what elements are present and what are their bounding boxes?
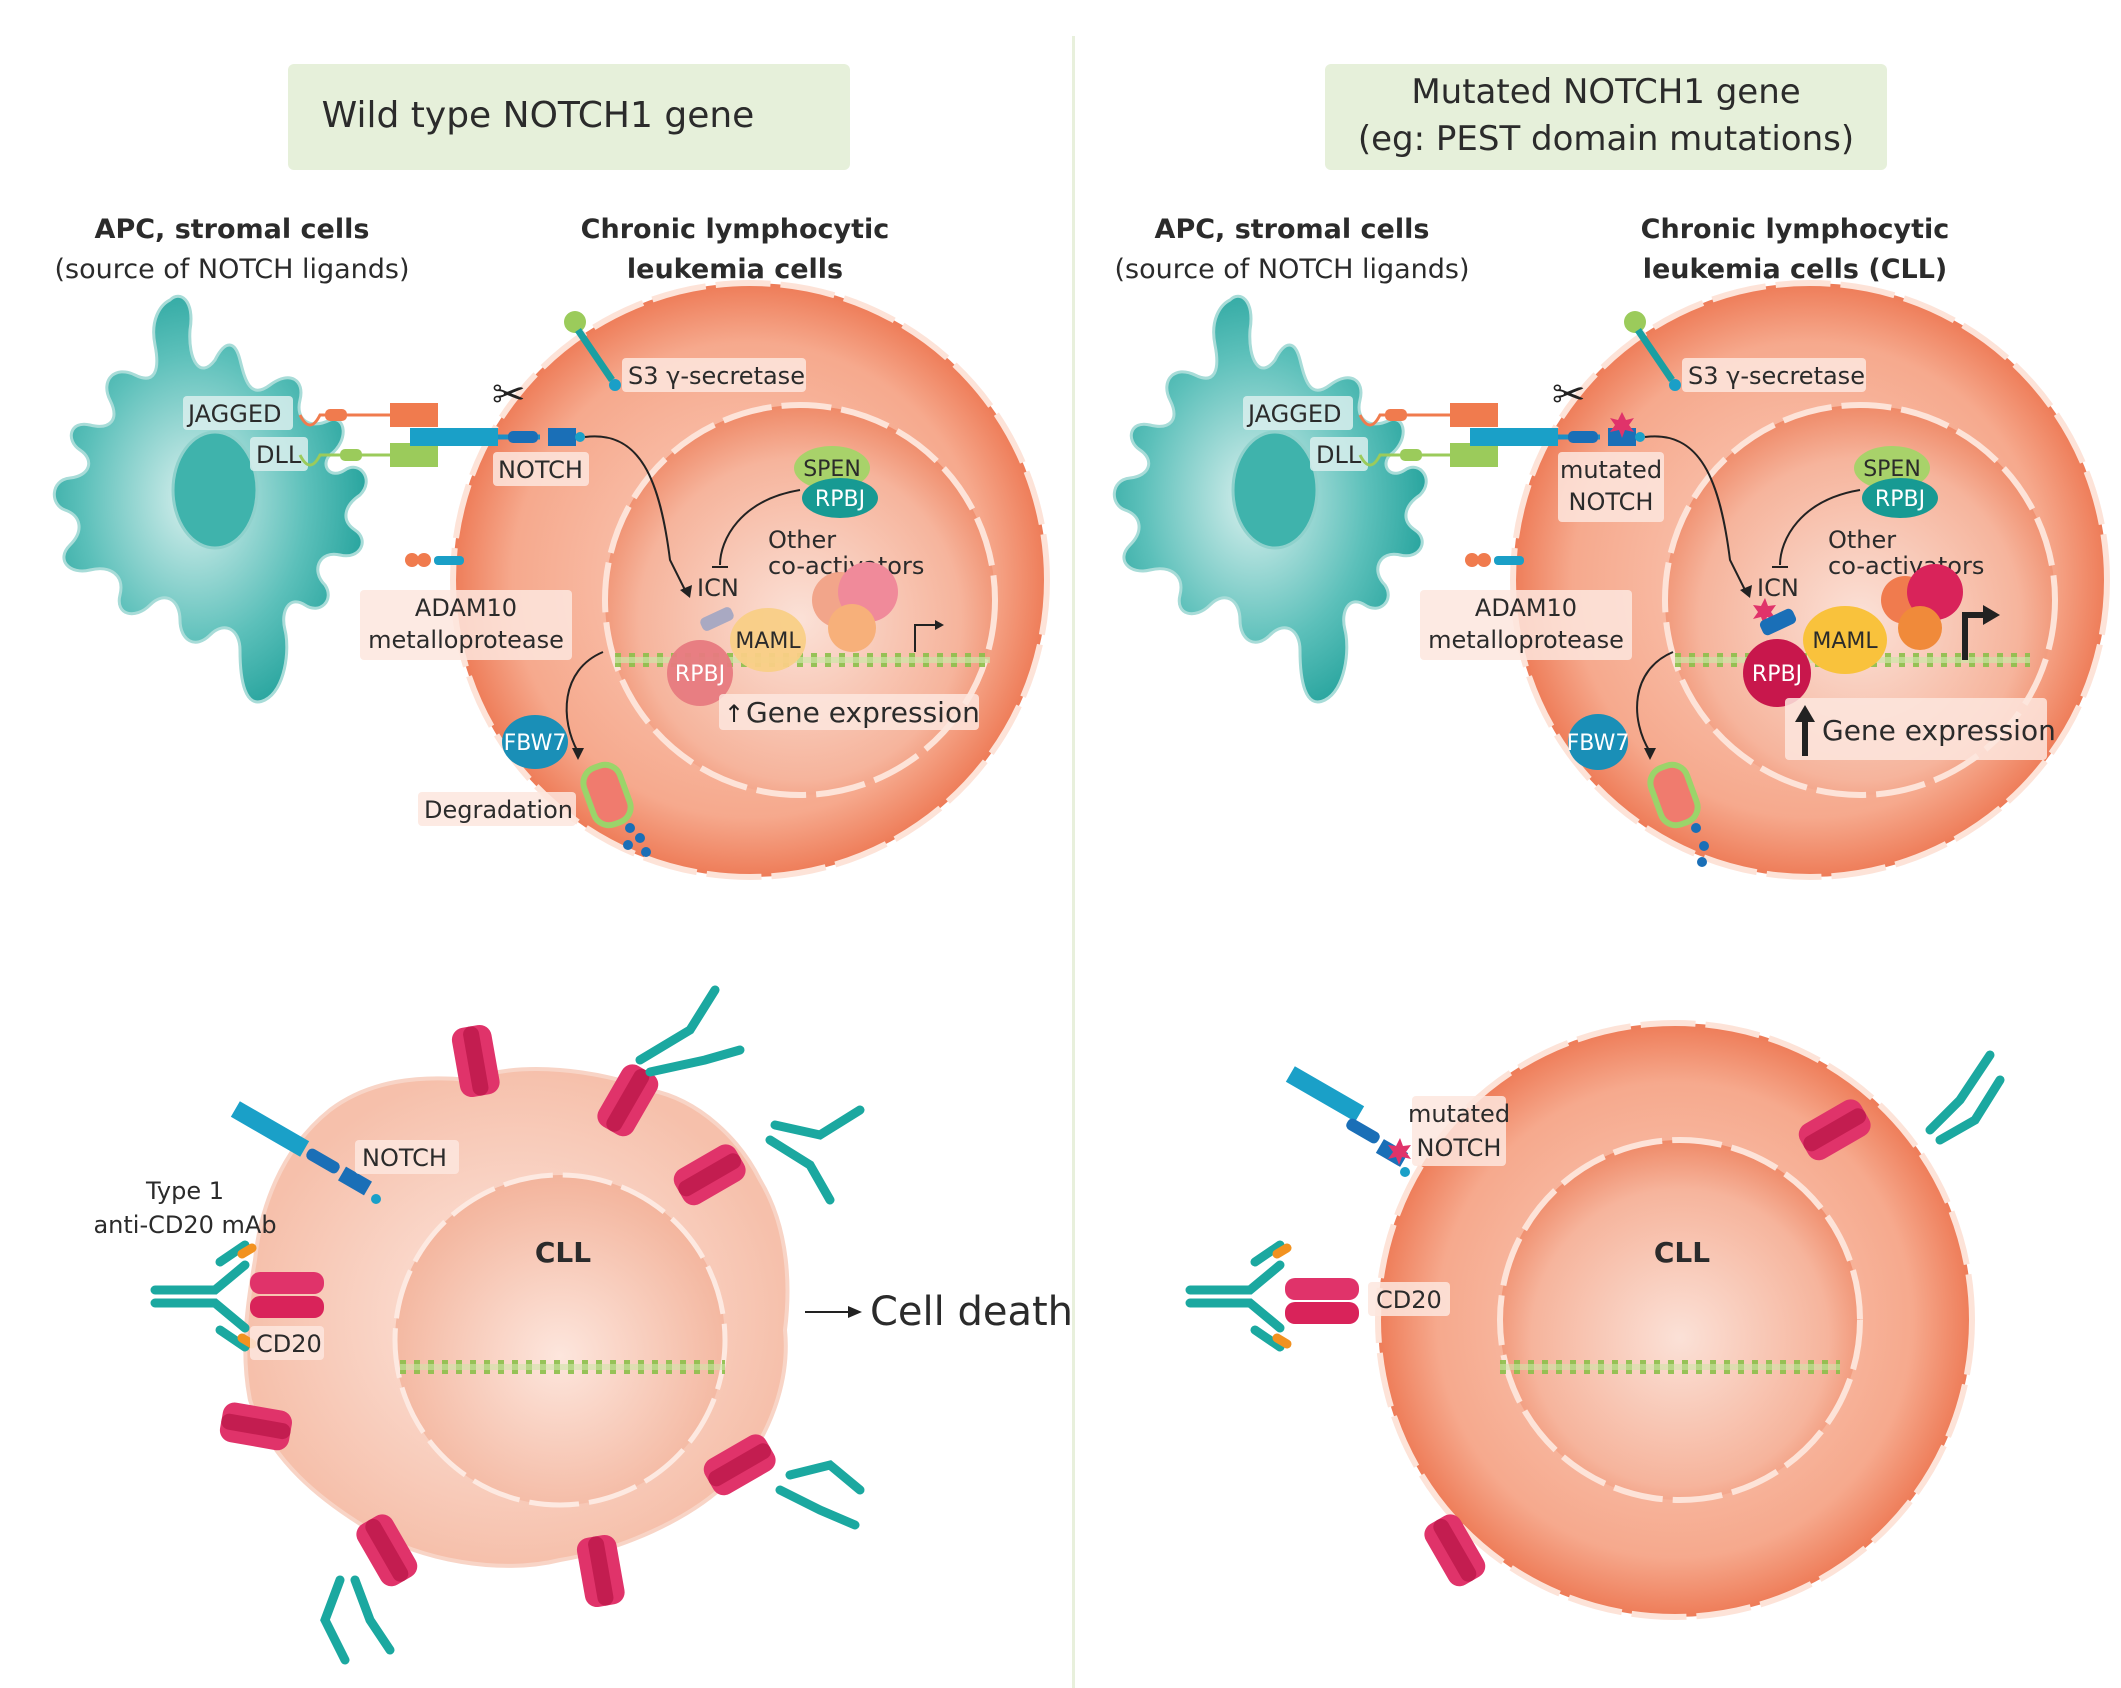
left-degradation: FBW7 Degradation [418,651,651,857]
right-notch-receptor: ✂ mutated NOTCH [1470,372,1752,598]
left-bottom-cll: CLL [535,1236,591,1269]
left-rpbj-label: RPBJ [675,662,725,687]
right-bottom-cell: CLL [1375,1020,1975,1620]
left-dll-label: DLL [256,441,302,469]
left-cell-death-label: Cell death [870,1289,1073,1335]
left-rpbj-top-label: RPBJ [815,487,865,512]
right-transcription-complex: MAML RPBJ Gene expression [1675,564,2056,760]
right-bottom-cd20-label: CD20 [1376,1286,1442,1314]
right-spen-label: SPEN [1863,457,1921,482]
right-gene-expression: Gene expression [1822,714,2056,747]
left-s3-label: S3 γ-secretase [628,362,805,390]
left-bottom-notch-label: NOTCH [362,1144,447,1172]
left-title: Wild type NOTCH1 gene [322,95,755,136]
right-apc-cell [1112,294,1428,704]
left-gene-expression: Gene expression [746,696,980,729]
scissors-icon: ✂ [1552,372,1586,418]
right-dll-label: DLL [1316,441,1362,469]
left-degradation-label: Degradation [424,796,573,824]
right-bottom-notch-1: mutated [1408,1100,1510,1128]
right-maml-label: MAML [1812,629,1878,654]
right-ligands: JAGGED DLL [1243,396,1498,471]
left-mab-1: Type 1 [145,1177,224,1205]
right-notch-label-1: mutated [1560,456,1662,484]
right-fbw7-label: FBW7 [1567,731,1630,756]
right-bottom-cll: CLL [1654,1236,1710,1269]
right-jagged-label: JAGGED [1246,400,1342,428]
left-adam10: ADAM10 metalloprotease [360,553,572,660]
left-icn-label: ICN [697,574,739,602]
left-adam-1: ADAM10 [415,594,517,622]
arrow-head-icon [680,585,692,598]
left-cll-title-2: leukemia cells [627,254,843,285]
left-notch-label: NOTCH [498,456,583,484]
left-apc-subtitle: (source of NOTCH ligands) [54,254,409,285]
left-mab-2: anti-CD20 mAb [93,1211,276,1239]
right-s3-label: S3 γ-secretase [1688,362,1865,390]
left-fbw7-label: FBW7 [504,731,567,756]
left-other-1: Other [768,526,836,554]
left-apc-title: APC, stromal cells [95,214,370,245]
right-cll-title-2: leukemia cells (CLL) [1643,254,1948,285]
left-notch-receptor: ✂ NOTCH [410,372,692,598]
left-apc-cell [52,294,368,704]
left-cll-title-1: Chronic lymphocytic [581,214,890,245]
left-adam-2: metalloprotease [368,626,564,654]
right-apc-title: APC, stromal cells [1155,214,1430,245]
left-spen-label: SPEN [803,457,861,482]
right-s3-secretase: S3 γ-secretase [1624,311,1866,392]
right-bottom-notch-2: NOTCH [1417,1134,1502,1162]
right-adam10: ADAM10 metalloprotease [1420,553,1632,660]
left-spen-rpbj: SPEN RPBJ [712,446,878,568]
up-arrow-icon [1795,705,1815,722]
right-icn-label: ICN [1757,574,1799,602]
right-other-2: co-activators [1828,552,1984,580]
arrow-right-icon [848,1306,862,1318]
left-ligands: JAGGED DLL [183,396,438,471]
right-adam-2: metalloprotease [1428,626,1624,654]
left-cell-death: Cell death [805,1289,1073,1335]
left-bottom-cell: CLL [243,1067,790,1568]
mutation-star-icon [1610,412,1634,438]
right-degradation: FBW7 [1567,651,1709,867]
right-cd20-proteins [1424,1050,2005,1587]
right-rpbj-label: RPBJ [1752,662,1802,687]
left-transcription-complex: MAML RPBJ ↑ Gene expression [615,562,990,730]
left-bottom-cd20-antibody: CD20 [150,1240,324,1360]
left-bottom-cd20-label: CD20 [256,1330,322,1358]
right-title-box: Mutated NOTCH1 gene (eg: PEST domain mut… [1325,64,1887,170]
left-jagged-label: JAGGED [186,400,282,428]
panel-divider [1072,36,1075,1688]
right-apc-subtitle: (source of NOTCH ligands) [1114,254,1469,285]
left-maml-label: MAML [735,629,801,654]
right-bottom-notch: mutated NOTCH [1285,1066,1510,1177]
right-notch-label-2: NOTCH [1569,488,1654,516]
right-bottom-cd20-antibody: CD20 [1185,1240,1450,1352]
right-adam-1: ADAM10 [1475,594,1577,622]
right-rpbj-top-label: RPBJ [1875,487,1925,512]
right-cll-title-1: Chronic lymphocytic [1641,214,1950,245]
up-arrow-icon: ↑ [724,700,744,728]
scissors-icon: ✂ [492,372,526,418]
right-title-1: Mutated NOTCH1 gene [1411,72,1800,112]
left-cd20-proteins [219,985,865,1665]
right-other-1: Other [1828,526,1896,554]
mutation-star-icon [1388,1138,1411,1165]
left-s3-secretase: S3 γ-secretase [564,311,806,392]
left-title-box: Wild type NOTCH1 gene [288,64,850,170]
right-title-2: (eg: PEST domain mutations) [1358,119,1854,159]
left-bottom-notch: NOTCH [230,1101,459,1204]
right-spen-rpbj: SPEN RPBJ [1772,446,1938,568]
